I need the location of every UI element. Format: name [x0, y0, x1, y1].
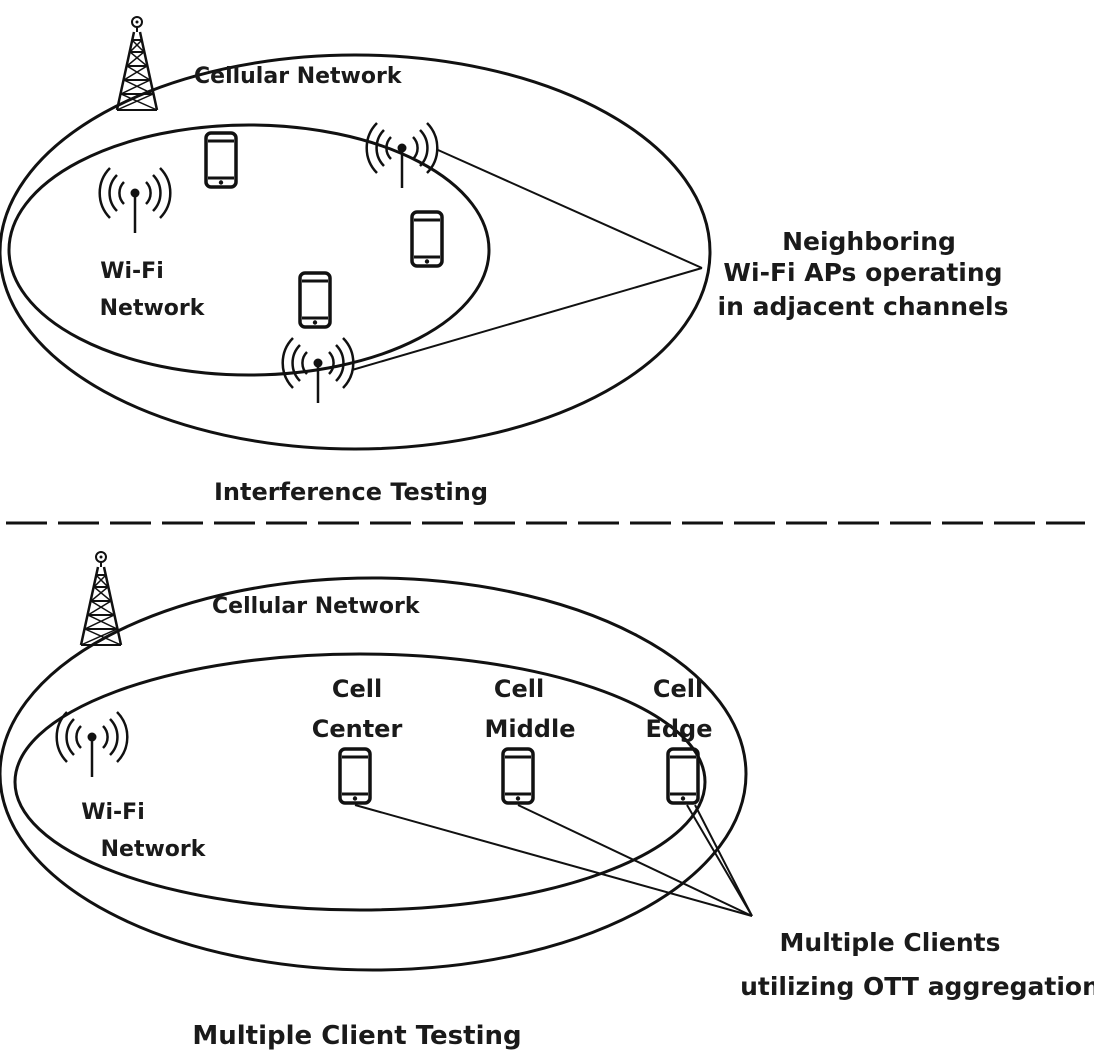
top-cellular-label: Cellular Network [194, 64, 403, 89]
top-callout-line-2 [351, 267, 703, 371]
bottom-callout-line-center [354, 804, 753, 917]
top-wifi-label-line2: Network [100, 296, 206, 321]
top-phone-icon-3 [298, 271, 332, 329]
bottom-callout-line-middle [517, 804, 753, 917]
bottom-caption: Multiple Client Testing [192, 1021, 521, 1051]
client-edge-line2: Edge [645, 715, 712, 743]
bottom-wifi-label-line2: Network [101, 837, 207, 862]
top-callout-line3-text: in adjacent channels [718, 292, 1009, 321]
bottom-wifi-ap-icon [55, 710, 129, 779]
top-wifi-ap-icon-neighbor-1 [365, 121, 439, 190]
bottom-phone-icon-edge [666, 747, 700, 805]
top-callout-line-1 [437, 149, 703, 269]
bottom-cellular-label: Cellular Network [212, 594, 421, 619]
bottom-cellular-coverage [0, 576, 748, 972]
client-edge-line1: Cell [653, 675, 703, 703]
client-center-line2: Center [312, 715, 403, 743]
top-phone-icon-2 [410, 210, 444, 268]
top-callout-line1-text: Neighboring [782, 227, 956, 256]
top-wifi-ap-icon-left [98, 166, 172, 235]
bottom-phone-icon-middle [501, 747, 535, 805]
client-center-line1: Cell [332, 675, 382, 703]
bottom-callout-line-edge-b [694, 804, 753, 917]
top-callout-line2-text: Wi-Fi APs operating [723, 258, 1002, 287]
top-phone-icon-1 [204, 131, 238, 189]
bottom-wifi-label-line1: Wi-Fi [81, 800, 145, 825]
bottom-wifi-coverage [13, 652, 707, 912]
top-caption: Interference Testing [214, 478, 488, 506]
bottom-panel: Cellular Network Cell Center Cell Middle… [0, 550, 1094, 1051]
bottom-callout-line-edge-a [686, 804, 753, 917]
top-panel: Cellular Network Wi-Fi Network Neighbori… [0, 15, 1009, 506]
top-wifi-ap-icon-neighbor-2 [281, 336, 355, 405]
bottom-phone-icon-center [338, 747, 372, 805]
bottom-callout-line2-text: utilizing OTT aggregation [740, 972, 1094, 1001]
bottom-callout-line1-text: Multiple Clients [780, 928, 1001, 957]
top-wifi-label-line1: Wi-Fi [100, 259, 164, 284]
client-middle-line2: Middle [485, 715, 576, 743]
client-middle-line1: Cell [494, 675, 544, 703]
top-wifi-coverage [7, 123, 491, 377]
top-cellular-coverage [0, 53, 712, 451]
